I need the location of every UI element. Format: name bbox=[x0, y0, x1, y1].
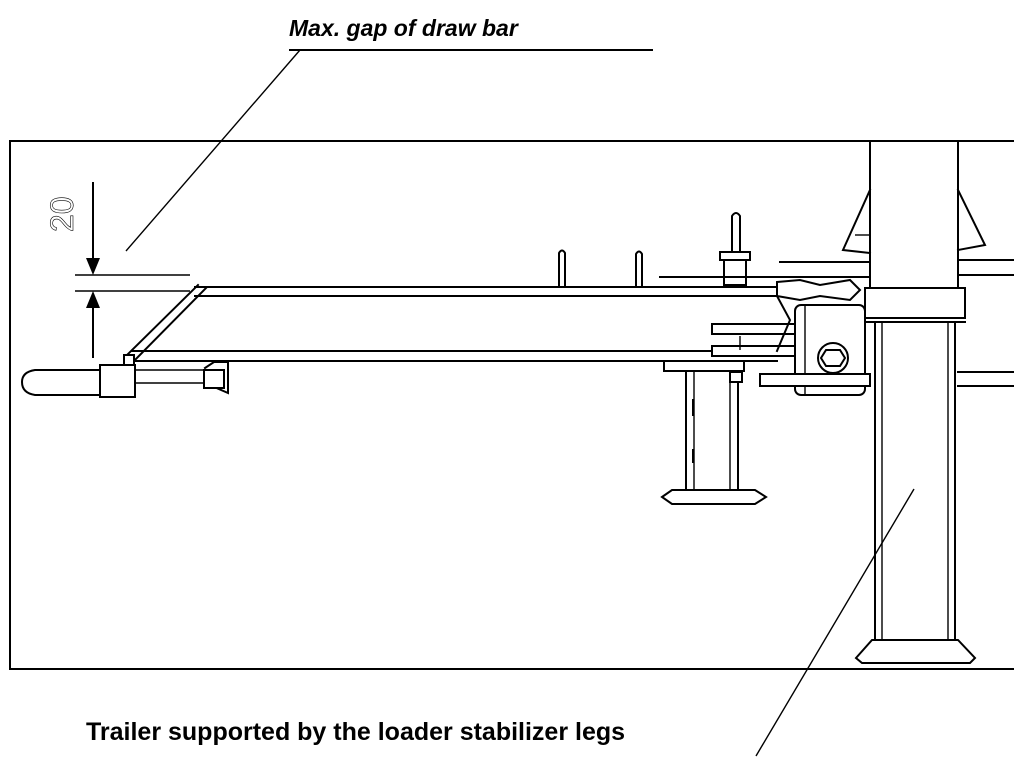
coupling-assembly bbox=[711, 278, 871, 396]
dimension-value: 20 bbox=[44, 196, 80, 232]
loader-stabilizer-leg bbox=[659, 140, 1014, 664]
title-leader-line bbox=[125, 49, 301, 252]
drawing-frame bbox=[9, 140, 1014, 670]
hitch-eye bbox=[20, 364, 136, 398]
caption-leader-line bbox=[755, 488, 915, 757]
draw-bar bbox=[123, 283, 778, 395]
draw-bar-jack bbox=[660, 360, 768, 505]
dimension-arrows bbox=[75, 182, 190, 358]
draw-bar-pins bbox=[558, 212, 751, 288]
caption-label: Trailer supported by the loader stabiliz… bbox=[86, 718, 625, 746]
title-label: Max. gap of draw bar bbox=[289, 15, 519, 41]
